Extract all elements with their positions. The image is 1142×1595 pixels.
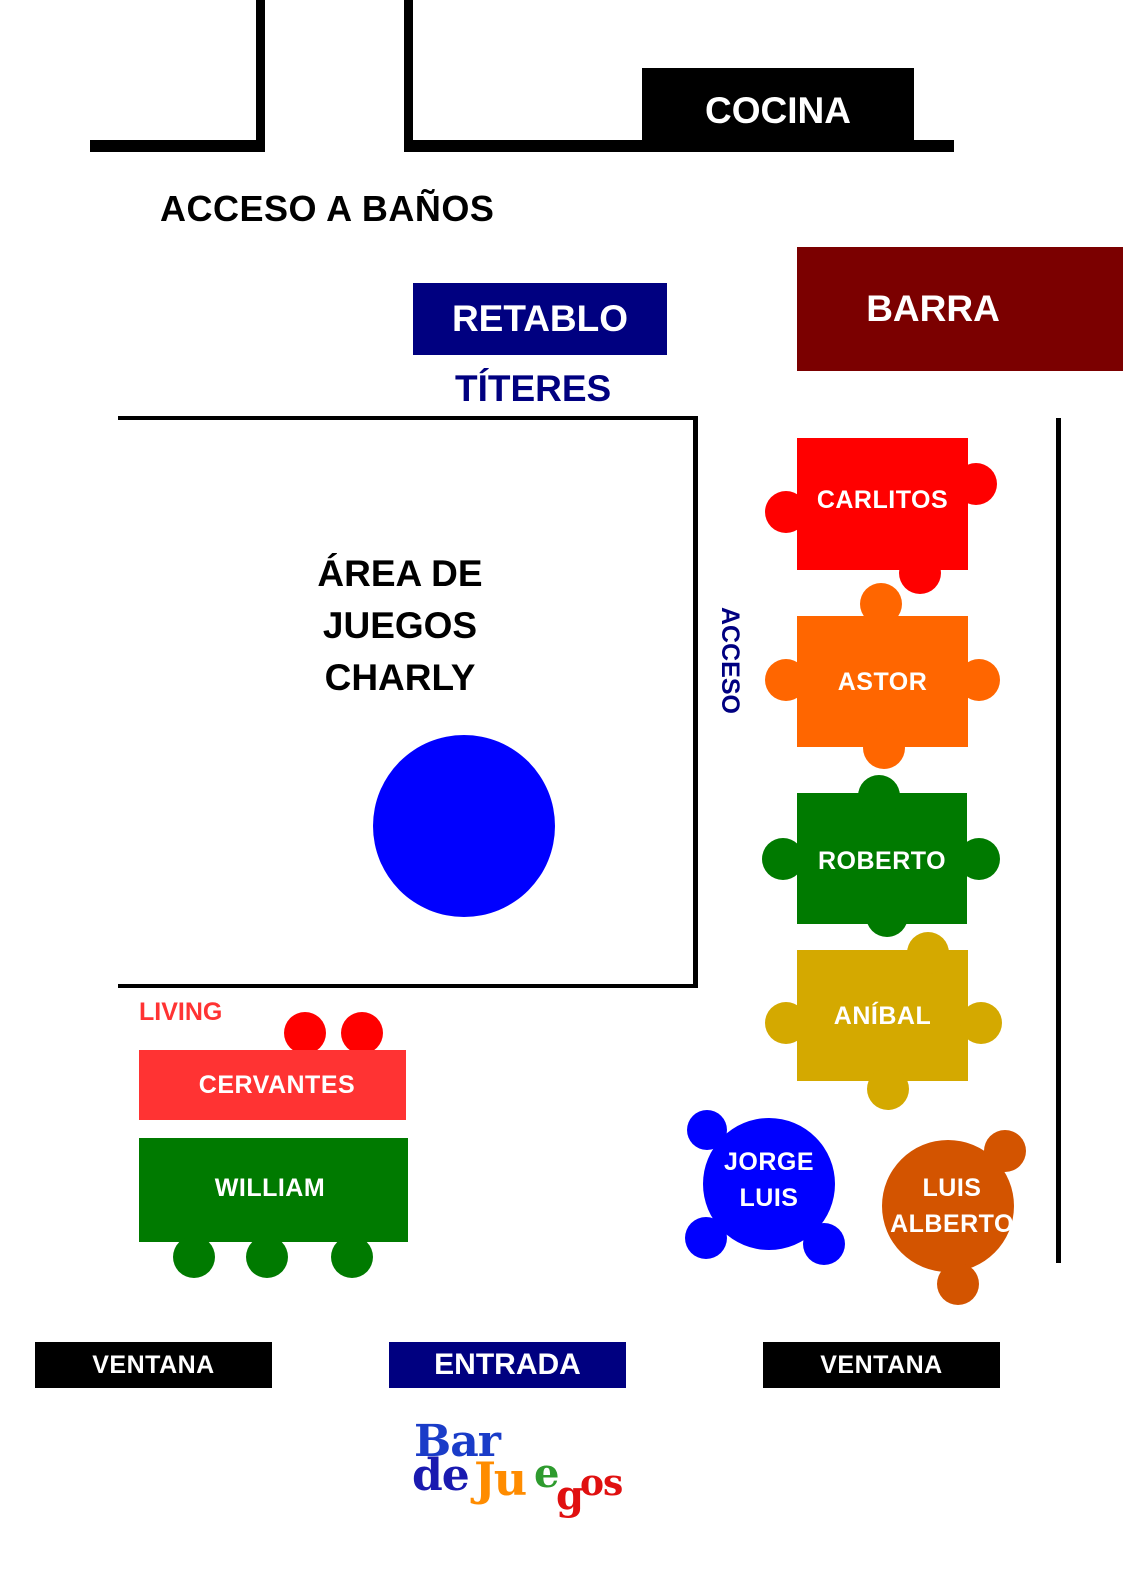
barra-zone: BARRA: [797, 247, 1123, 371]
entrada-zone[interactable]: ENTRADA: [389, 1342, 626, 1388]
jorge-luis-line2: LUIS: [739, 1184, 799, 1212]
wall-top-left-vertical: [256, 0, 265, 152]
ventana-right: VENTANA: [763, 1342, 1000, 1388]
ventana-left: VENTANA: [35, 1342, 272, 1388]
table-william[interactable]: WILLIAM: [139, 1138, 409, 1278]
luis-alberto-line1: LUIS: [922, 1174, 982, 1202]
logo-ju: Ju: [474, 1452, 527, 1506]
acceso-label: ACCESO: [716, 607, 744, 714]
cocina-zone: COCINA: [642, 68, 914, 140]
wall-top-left-horizontal: [90, 140, 265, 152]
play-area-top-wall: [118, 416, 698, 420]
play-area-bottom-wall: [118, 984, 698, 988]
play-area-right-wall: [693, 416, 698, 988]
retablo-zone: RETABLO: [413, 283, 667, 355]
ventana-right-label: VENTANA: [820, 1350, 943, 1379]
anibal-label: ANÍBAL: [833, 1001, 932, 1030]
logo-os: os: [580, 1462, 623, 1504]
living-label: LIVING: [139, 998, 223, 1026]
table-luis-alberto[interactable]: LUIS ALBERTO: [880, 1130, 1028, 1305]
play-circle: [373, 735, 555, 917]
barra-label: BARRA: [866, 288, 1000, 329]
titeres-label: TÍTERES: [455, 368, 612, 409]
wall-top-center-vertical: [404, 0, 413, 150]
retablo-label: RETABLO: [451, 298, 629, 339]
table-jorge-luis[interactable]: JORGE LUIS: [685, 1110, 845, 1265]
right-wall: [1056, 418, 1061, 1263]
roberto-label: ROBERTO: [817, 847, 947, 875]
area-juegos-label: ÁREA DE JUEGOS CHARLY: [290, 548, 510, 704]
luis-alberto-line2: ALBERTO: [890, 1210, 1014, 1238]
logo-bar: Bar: [414, 1416, 501, 1467]
bar-de-juegos-logo: Bar de Ju e g os: [412, 1416, 632, 1532]
william-label: WILLIAM: [214, 1174, 326, 1202]
logo-e: e: [534, 1450, 560, 1497]
entrada-label: ENTRADA: [434, 1348, 581, 1381]
cocina-label: COCINA: [705, 90, 851, 131]
astor-label: ASTOR: [837, 667, 928, 696]
table-cervantes[interactable]: CERVANTES: [139, 1012, 407, 1120]
table-anibal[interactable]: ANÍBAL: [765, 932, 1002, 1110]
area-juegos-line3: CHARLY: [324, 657, 476, 698]
area-juegos-line2: JUEGOS: [322, 605, 478, 646]
area-juegos-line1: ÁREA DE: [317, 553, 483, 594]
wall-top-center-horizontal: [404, 140, 954, 152]
jorge-luis-line1: JORGE: [723, 1148, 815, 1176]
table-astor[interactable]: ASTOR: [765, 583, 1000, 769]
cervantes-label: CERVANTES: [198, 1071, 356, 1099]
table-roberto[interactable]: ROBERTO: [762, 775, 1000, 937]
carlitos-label: CARLITOS: [816, 486, 949, 514]
logo-g: g: [556, 1472, 584, 1519]
acceso-banos-label: ACCESO A BAÑOS: [160, 188, 495, 229]
logo-de: de: [412, 1450, 470, 1501]
table-carlitos[interactable]: CARLITOS: [765, 438, 997, 594]
ventana-left-label: VENTANA: [92, 1350, 215, 1379]
